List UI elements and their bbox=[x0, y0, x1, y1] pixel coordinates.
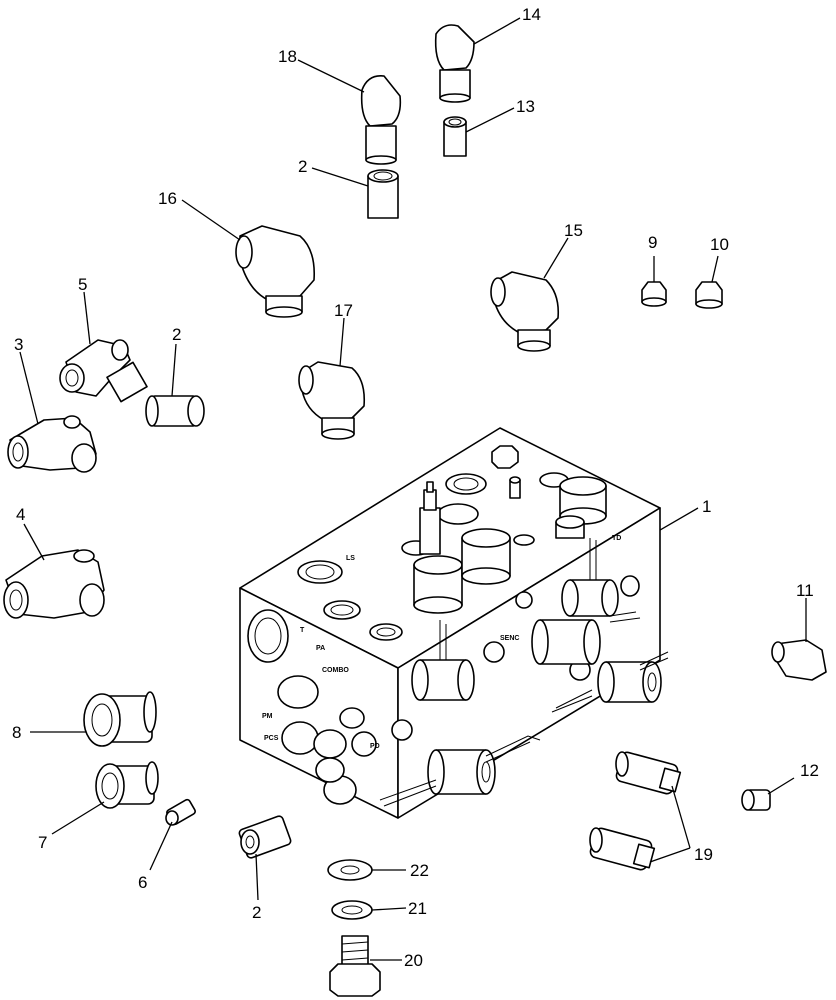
part-20-bolt bbox=[329, 935, 381, 997]
callout-5: 5 bbox=[78, 275, 87, 294]
part-5-tee bbox=[59, 339, 148, 403]
callout-11: 11 bbox=[796, 581, 814, 600]
callout-10: 10 bbox=[710, 235, 729, 254]
callout-19: 19 bbox=[694, 845, 713, 864]
callout-2-bottom: 2 bbox=[252, 903, 261, 922]
part-18-elbow bbox=[360, 74, 402, 165]
callout-22: 22 bbox=[410, 861, 429, 880]
part-19-sensor-upper bbox=[615, 751, 682, 795]
part-19-sensor-lower bbox=[589, 827, 656, 871]
part-21-lock-washer bbox=[331, 900, 373, 920]
part-2-adapter-top bbox=[367, 169, 399, 219]
port-label-pm: PM bbox=[262, 713, 273, 720]
part-2-adapter-left bbox=[145, 395, 205, 427]
callout-7: 7 bbox=[38, 833, 47, 852]
wire-lead bbox=[551, 689, 593, 713]
port-label-pcs: PCS bbox=[264, 735, 279, 742]
part-10-plug bbox=[695, 281, 723, 309]
solenoid-coil-5 bbox=[379, 735, 541, 807]
callout-2-top: 2 bbox=[298, 157, 307, 176]
part-16-elbow bbox=[235, 225, 316, 318]
leader-lines bbox=[19, 17, 807, 961]
callout-6: 6 bbox=[138, 873, 147, 892]
solenoid-coil-4 bbox=[597, 661, 662, 703]
port-label-pd: PD bbox=[370, 743, 380, 750]
part-14-elbow bbox=[434, 24, 475, 103]
callout-4: 4 bbox=[16, 505, 25, 524]
port-label-t: T bbox=[300, 627, 305, 634]
part-11-elbow bbox=[771, 639, 827, 681]
part-8-fitting bbox=[83, 691, 157, 747]
part-6-fitting bbox=[165, 798, 196, 826]
callout-18: 18 bbox=[278, 47, 297, 66]
part-22-washer bbox=[327, 859, 373, 881]
callout-12: 12 bbox=[800, 761, 819, 780]
callout-8: 8 bbox=[12, 723, 21, 742]
callout-9: 9 bbox=[648, 233, 657, 252]
port-label-pa: PA bbox=[316, 645, 325, 652]
hex-cap-center bbox=[461, 528, 511, 585]
wire-lead bbox=[639, 651, 669, 671]
part-15-elbow bbox=[490, 271, 560, 352]
wire-lead bbox=[609, 611, 641, 623]
solenoid-coil-2 bbox=[561, 538, 619, 617]
callout-3: 3 bbox=[14, 335, 23, 354]
port-label-ls: LS bbox=[346, 555, 355, 562]
port-label-senc: SENC bbox=[500, 635, 519, 642]
part-13-adapter bbox=[443, 116, 467, 157]
part-12-plug bbox=[741, 789, 771, 811]
port-label-combo: COMBO bbox=[322, 667, 349, 674]
small-cap-right bbox=[555, 515, 585, 539]
solenoid-coil-3 bbox=[531, 619, 601, 665]
solenoid-coil-1 bbox=[411, 620, 475, 701]
part-2-adapter-bottom bbox=[238, 815, 292, 859]
callout-14: 14 bbox=[522, 5, 541, 24]
callout-15: 15 bbox=[564, 221, 583, 240]
part-7-fitting bbox=[95, 761, 159, 809]
part-3-tee bbox=[7, 415, 97, 473]
cartridge-valve-top bbox=[419, 481, 441, 555]
callout-13: 13 bbox=[516, 97, 535, 116]
callout-numbers: 1 2 2 2 3 4 5 6 7 8 9 10 11 12 13 14 15 … bbox=[12, 5, 819, 970]
callout-21: 21 bbox=[408, 899, 427, 918]
part-17-elbow bbox=[298, 361, 366, 440]
port-label-td: TD bbox=[612, 535, 621, 542]
part-9-plug bbox=[641, 281, 667, 307]
callout-1: 1 bbox=[702, 497, 711, 516]
hex-cap-center-left bbox=[413, 555, 463, 614]
part-4-tee bbox=[3, 549, 105, 619]
callout-2-left: 2 bbox=[172, 325, 181, 344]
hex-cap-right bbox=[559, 476, 607, 525]
callout-20: 20 bbox=[404, 951, 423, 970]
callout-16: 16 bbox=[158, 189, 177, 208]
callout-17: 17 bbox=[334, 301, 353, 320]
